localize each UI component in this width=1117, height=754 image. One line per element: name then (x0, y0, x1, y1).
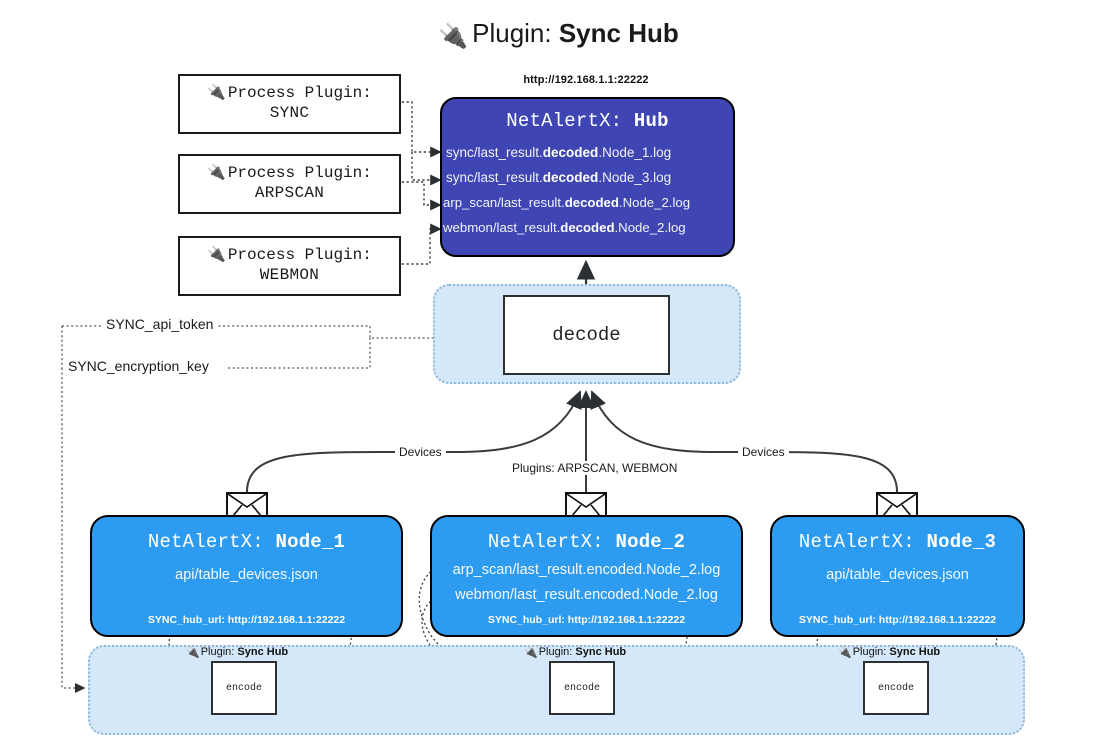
hub-title: NetAlertX: Hub (442, 110, 733, 132)
node-1-footer: SYNC_hub_url: http://192.168.1.1:22222 (147, 614, 346, 626)
node-3-title: NetAlertX: Node_3 (772, 531, 1023, 553)
hub-logline-1: sync/last_result.decoded.Node_1.log (442, 140, 733, 165)
hub-logline-1-pre: sync/last_result. (446, 145, 543, 160)
hub-title-prefix: NetAlertX: (506, 110, 623, 132)
node-3-title-prefix: NetAlertX: (798, 531, 915, 553)
encode-box-3[interactable]: encode (863, 661, 929, 715)
node-3-line-1: api/table_devices.json (826, 567, 969, 583)
process-plugin-box-arpscan[interactable]: 🔌Process Plugin: ARPSCAN (178, 154, 401, 214)
process-plugin-line1: Process Plugin: (227, 164, 372, 183)
plug-icon: 🔌 (524, 647, 538, 659)
plug-icon: 🔌 (207, 247, 226, 265)
hub-logline-4-post: .Node_2.log (614, 220, 686, 235)
encoder-label-3-strong: Sync Hub (889, 646, 941, 658)
sync-api-token-label: SYNC_api_token (102, 316, 218, 332)
node-box-node-1[interactable]: NetAlertX: Node_1 api/table_devices.json… (90, 515, 403, 637)
hub-logline-1-bold: decoded (542, 145, 599, 160)
encoder-label-1-strong: Sync Hub (237, 646, 289, 658)
encode-box-1[interactable]: encode (211, 661, 277, 715)
encoder-label-1: 🔌Plugin: Sync Hub (186, 646, 288, 659)
plug-icon: 🔌 (186, 647, 200, 659)
encoder-label-1-lead: Plugin: (200, 646, 235, 658)
process-plugin-line1-row: 🔌Process Plugin: (207, 164, 372, 184)
process-plugin-box-sync[interactable]: 🔌Process Plugin: SYNC (178, 74, 401, 134)
edge-label-left-devices: Devices (395, 445, 446, 459)
node-3-title-name: Node_3 (926, 531, 997, 553)
hub-logline-2-bold: decoded (542, 170, 599, 185)
process-plugin-box-webmon[interactable]: 🔌Process Plugin: WEBMON (178, 236, 401, 296)
node-2-title-name: Node_2 (615, 531, 686, 553)
edge-label-center-plugins: Plugins: ARPSCAN, WEBMON (508, 461, 682, 475)
node-2-title-prefix: NetAlertX: (487, 531, 604, 553)
process-plugin-line1-row: 🔌Process Plugin: (207, 84, 372, 104)
page-title: 🔌Plugin: Sync Hub (0, 18, 1117, 51)
node-box-node-3[interactable]: NetAlertX: Node_3 api/table_devices.json… (770, 515, 1025, 637)
node-2-line-2: webmon/last_result.encoded.Node_2.log (455, 587, 718, 603)
encode-box-2[interactable]: encode (549, 661, 615, 715)
hub-logline-3: arp_scan/last_result.decoded.Node_2.log (442, 190, 733, 215)
node-2-title: NetAlertX: Node_2 (432, 531, 741, 553)
page-title-strong: Sync Hub (558, 18, 679, 48)
encoder-label-2-strong: Sync Hub (575, 646, 627, 658)
hub-title-name: Hub (633, 110, 669, 132)
sync-encryption-key-label: SYNC_encryption_key (64, 358, 213, 374)
plug-icon: 🔌 (838, 647, 852, 659)
encoder-label-2-lead: Plugin: (538, 646, 573, 658)
plug-icon: 🔌 (207, 85, 226, 103)
hub-url-label: http://192.168.1.1:22222 (523, 74, 649, 86)
hub-logline-3-post: .Node_2.log (618, 195, 691, 210)
hub-logline-4-pre: webmon/last_result. (443, 220, 561, 235)
hub-box[interactable]: NetAlertX: Hub sync/last_result.decoded.… (440, 97, 735, 257)
node-1-title: NetAlertX: Node_1 (92, 531, 401, 553)
node-2-line-1: arp_scan/last_result.encoded.Node_2.log (452, 562, 721, 578)
hub-logline-4: webmon/last_result.decoded.Node_2.log (442, 215, 733, 240)
hub-logline-3-pre: arp_scan/last_result. (443, 195, 565, 210)
hub-logline-1-post: .Node_1.log (598, 145, 672, 160)
hub-logline-4-bold: decoded (560, 220, 615, 235)
process-plugin-line2: ARPSCAN (254, 184, 325, 202)
edge-label-right-devices: Devices (738, 445, 789, 459)
process-plugin-line1: Process Plugin: (227, 84, 372, 103)
node-box-node-2[interactable]: NetAlertX: Node_2 arp_scan/last_result.e… (430, 515, 743, 637)
plug-icon: 🔌 (438, 23, 469, 50)
node-1-line-1: api/table_devices.json (175, 567, 318, 583)
hub-logline-2-pre: sync/last_result. (446, 170, 543, 185)
process-plugin-line1: Process Plugin: (227, 246, 372, 265)
hub-logline-2: sync/last_result.decoded.Node_3.log (442, 165, 733, 190)
process-plugin-line2: WEBMON (259, 266, 320, 284)
node-1-title-prefix: NetAlertX: (147, 531, 264, 553)
node-3-footer: SYNC_hub_url: http://192.168.1.1:22222 (798, 614, 997, 626)
encoder-label-2: 🔌Plugin: Sync Hub (524, 646, 626, 659)
encoder-label-3: 🔌Plugin: Sync Hub (838, 646, 940, 659)
node-1-title-name: Node_1 (275, 531, 346, 553)
process-plugin-line2: SYNC (269, 104, 310, 122)
decode-box[interactable]: decode (503, 295, 670, 375)
hub-logline-2-post: .Node_3.log (598, 170, 672, 185)
node-2-footer: SYNC_hub_url: http://192.168.1.1:22222 (487, 614, 686, 626)
encoder-label-3-lead: Plugin: (852, 646, 887, 658)
process-plugin-line1-row: 🔌Process Plugin: (207, 246, 372, 266)
page-title-lead: Plugin: (472, 18, 552, 48)
hub-logline-3-bold: decoded (564, 195, 619, 210)
plug-icon: 🔌 (207, 165, 226, 183)
